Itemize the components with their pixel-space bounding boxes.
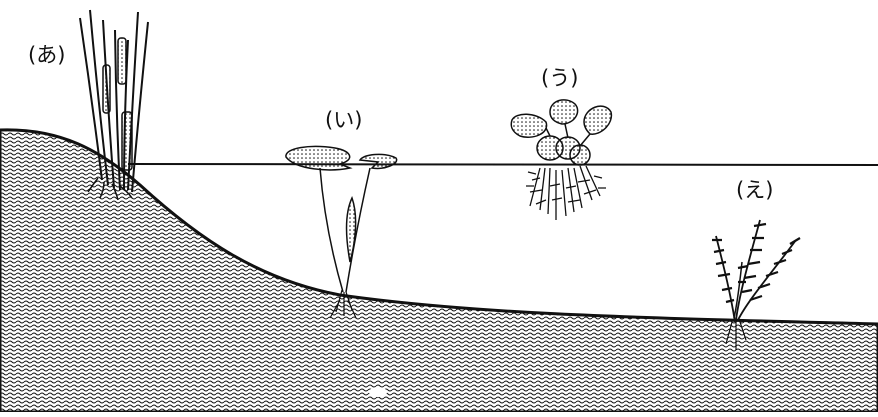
label-u: (う) <box>541 68 578 89</box>
label-e: (え) <box>736 180 773 201</box>
water-surface-line <box>128 164 878 165</box>
label-a: (あ) <box>28 45 65 66</box>
free-floating-water-hyacinth-icon <box>511 100 611 220</box>
label-i: (い) <box>325 110 362 131</box>
